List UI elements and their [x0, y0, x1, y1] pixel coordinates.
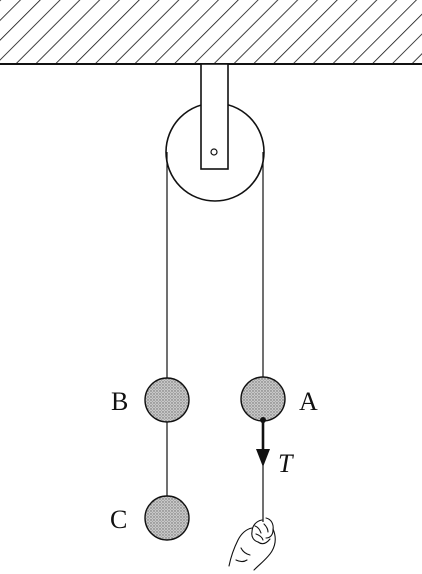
arrow-down-icon	[256, 449, 270, 467]
pulley	[165, 63, 265, 202]
mass-a	[240, 376, 286, 422]
tension-label: T	[278, 449, 294, 478]
hand-icon	[228, 517, 276, 571]
mass-c	[144, 495, 190, 541]
pulley-axle	[210, 148, 218, 156]
mass-b	[144, 377, 190, 423]
mass-c-label: C	[110, 505, 127, 534]
masses	[144, 376, 286, 541]
mass-a-label: A	[299, 387, 318, 416]
strings	[166, 152, 264, 522]
tension-arrow	[256, 420, 270, 467]
mass-b-label: B	[111, 387, 128, 416]
ceiling-hatch	[0, 0, 422, 64]
ceiling	[0, 0, 422, 65]
